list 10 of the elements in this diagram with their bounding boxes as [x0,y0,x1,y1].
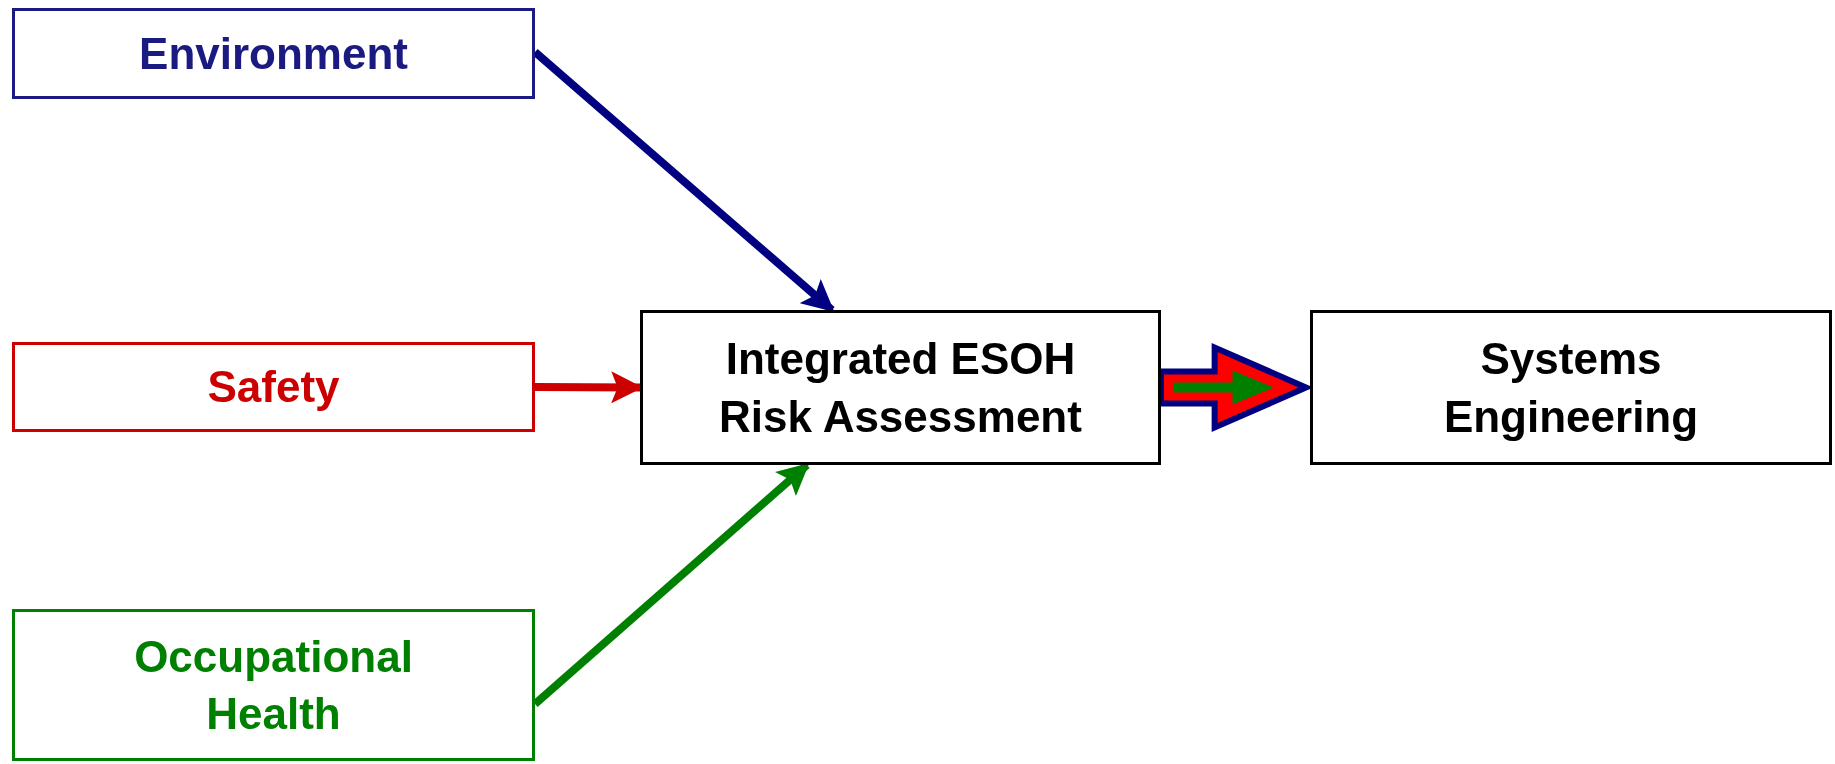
box-label: Environment [139,27,408,80]
text-box [12,609,535,761]
text-box [1310,310,1832,465]
box-label: Safety [207,361,340,414]
box-label: Integrated ESOH Risk Assessment [718,333,1083,443]
box-label: Systems Engineering [1442,333,1700,443]
box-label: Occupational Health [133,630,414,740]
text-box [12,342,535,432]
text-box [12,8,535,99]
text-box [640,310,1161,465]
